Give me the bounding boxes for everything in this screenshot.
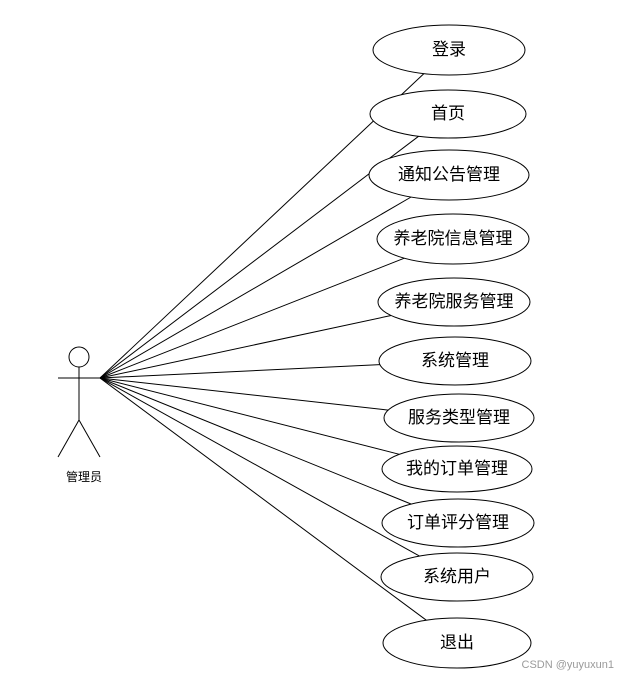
watermark: CSDN @yuyuxun1 <box>522 659 614 671</box>
use-case-ellipse <box>376 213 530 265</box>
actor-stick-figure <box>57 346 101 458</box>
association-lines <box>99 73 427 621</box>
association-line <box>99 377 412 505</box>
use-case-ellipse <box>383 393 535 443</box>
association-line <box>99 73 425 379</box>
association-line <box>99 315 392 379</box>
use-case-ellipse <box>372 24 526 76</box>
actor-label: 管理员 <box>66 469 102 484</box>
use-case-ellipse <box>369 89 527 139</box>
association-line <box>99 377 400 455</box>
use-case-label: 首页 <box>431 104 465 124</box>
use-case-notice-management: 通知公告管理 <box>368 149 530 201</box>
association-line <box>99 257 405 379</box>
use-case-ellipse <box>382 617 532 669</box>
use-case-label: 订单评分管理 <box>407 513 509 533</box>
use-case-nursing-home-info-management: 养老院信息管理 <box>376 213 530 265</box>
use-case-label: 通知公告管理 <box>398 165 500 185</box>
use-case-system-management: 系统管理 <box>378 336 532 386</box>
use-case-label: 养老院服务管理 <box>395 292 514 312</box>
use-case-ellipse <box>381 445 533 493</box>
use-case-order-rating-management: 订单评分管理 <box>381 498 535 548</box>
use-case-ellipse <box>380 552 534 602</box>
association-line <box>99 377 420 557</box>
actor-left-leg <box>57 419 80 458</box>
use-case-home: 首页 <box>369 89 527 139</box>
use-case-ellipse <box>378 336 532 386</box>
use-case-label: 服务类型管理 <box>408 408 510 428</box>
use-case-ellipse <box>368 149 530 201</box>
use-cases: 登录 首页 通知公告管理 养老院信息管理 养老院服务管理 系统管理 服务类型管理 <box>368 24 535 669</box>
use-case-logout: 退出 <box>382 617 532 669</box>
use-case-ellipse <box>377 277 531 327</box>
association-line <box>99 196 412 379</box>
use-case-label: 系统管理 <box>421 351 489 371</box>
use-case-ellipse <box>381 498 535 548</box>
use-case-label: 系统用户 <box>423 567 491 587</box>
use-case-my-order-management: 我的订单管理 <box>381 445 533 493</box>
use-case-label: 养老院信息管理 <box>394 229 513 249</box>
association-line <box>99 377 427 621</box>
use-case-label: 退出 <box>440 633 474 653</box>
use-case-service-type-management: 服务类型管理 <box>383 393 535 443</box>
use-case-system-users: 系统用户 <box>380 552 534 602</box>
use-case-label: 登录 <box>432 40 466 60</box>
association-line <box>99 377 389 411</box>
actor-head <box>68 346 90 368</box>
use-case-nursing-home-service-management: 养老院服务管理 <box>377 277 531 327</box>
actor-right-leg <box>78 419 101 458</box>
association-line <box>99 364 380 379</box>
association-line <box>99 135 420 379</box>
use-case-label: 我的订单管理 <box>406 459 508 479</box>
use-case-login: 登录 <box>372 24 526 76</box>
